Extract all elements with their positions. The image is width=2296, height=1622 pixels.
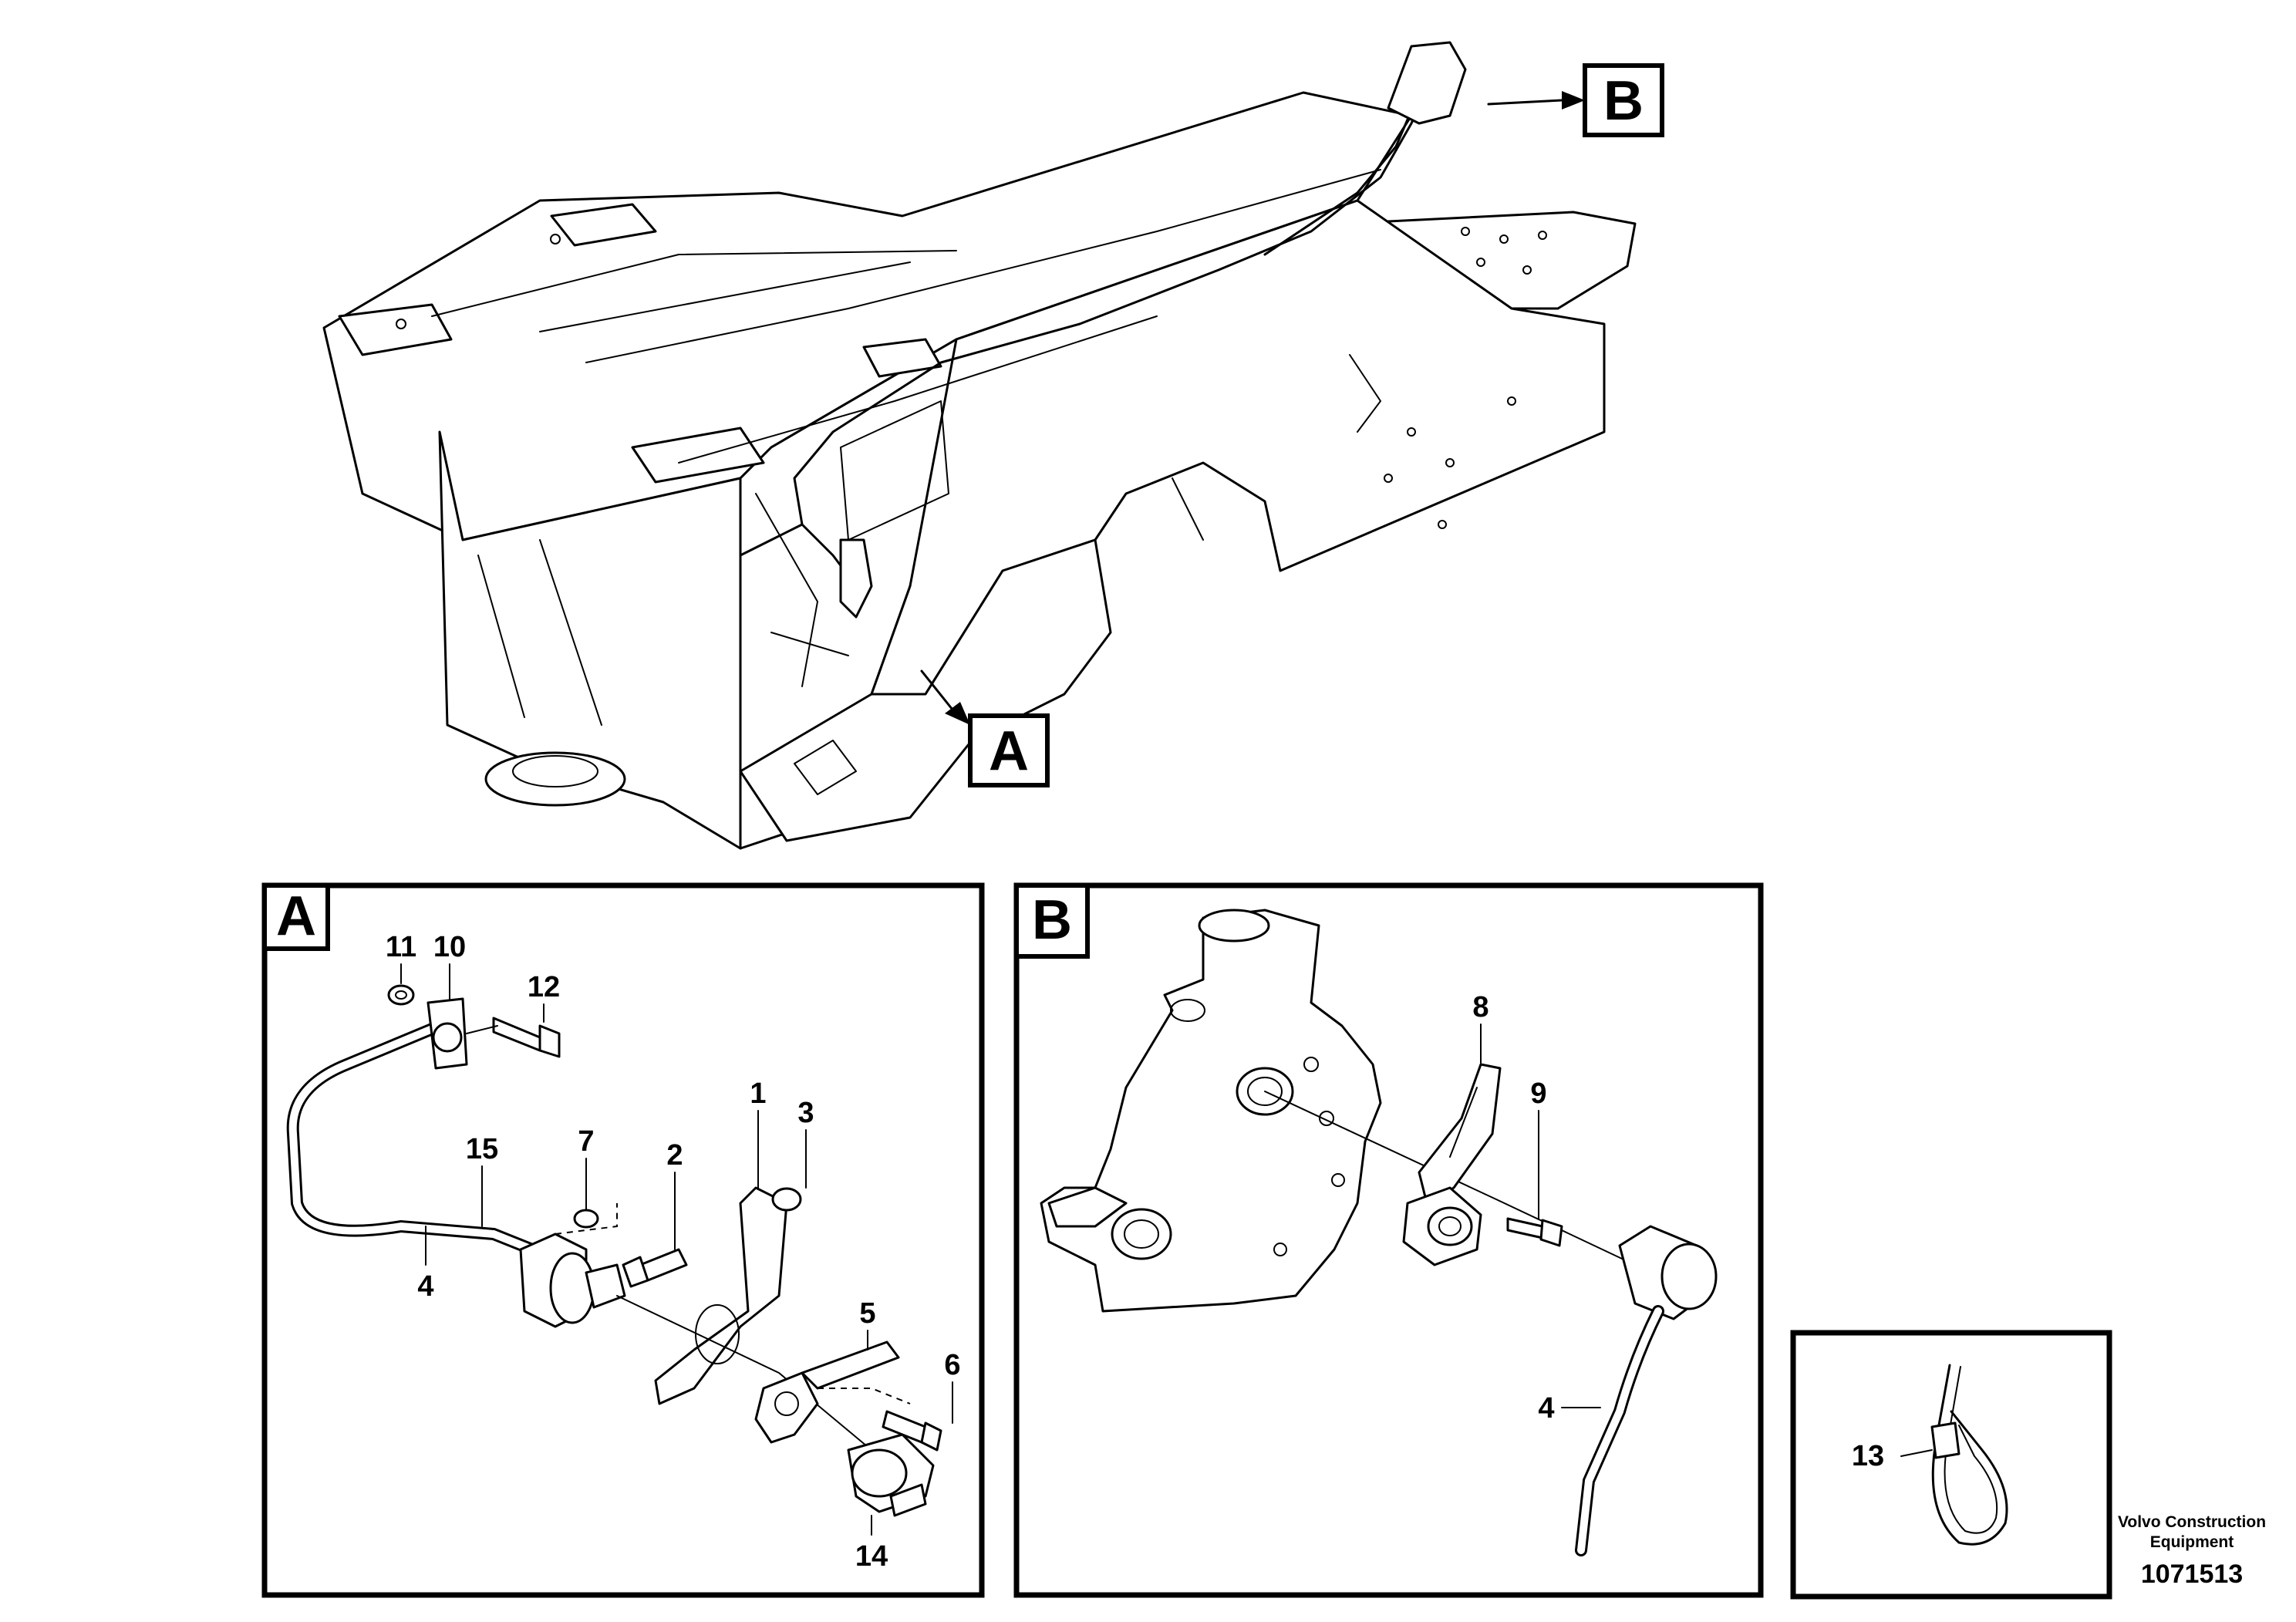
detail-cable-tie-panel: 13 (1790, 1330, 2112, 1600)
detail-a-label-4: 4 (417, 1270, 433, 1303)
callout-b: B (1487, 63, 1664, 137)
detail-b-tag: B (1032, 889, 1072, 951)
brand-line-2: Equipment (2150, 1533, 2234, 1551)
machine-frame-overview (322, 41, 1637, 850)
detail-a-label-6: 6 (944, 1349, 960, 1381)
detail-a-label-15: 15 (466, 1133, 498, 1165)
brand-line-1: Volvo Construction (2118, 1513, 2266, 1531)
callout-a-label: A (989, 720, 1029, 782)
detail-b-label-9: 9 (1530, 1077, 1546, 1110)
frame-bolt-holes (396, 227, 1547, 529)
detail-a-panel: A (261, 882, 985, 1598)
footer-branding: Volvo Construction Equipment 1071513 (2118, 1513, 2266, 1589)
detail-a-label-11: 11 (386, 931, 416, 963)
document-number: 1071513 (2141, 1560, 2243, 1589)
detail-a-label-1: 1 (750, 1077, 766, 1110)
detail-a-label-10: 10 (433, 931, 466, 963)
detail-b-label-4: 4 (1538, 1392, 1554, 1425)
detail-a-tag: A (276, 885, 316, 947)
callout-b-label: B (1603, 70, 1644, 132)
detail-a-label-7: 7 (578, 1125, 594, 1158)
detail-b-panel: B 8 9 4 (1013, 882, 1764, 1598)
detail-a-label-3: 3 (797, 1097, 814, 1129)
detail-b-label-8: 8 (1472, 991, 1489, 1023)
detail-a-label-2: 2 (666, 1139, 683, 1172)
callout-a: A (920, 669, 1050, 787)
detail-a-label-14: 14 (855, 1540, 888, 1573)
detail-a-label-5: 5 (859, 1297, 875, 1330)
detail-a-label-12: 12 (528, 971, 560, 1003)
detail-c-label-13: 13 (1852, 1440, 1884, 1472)
